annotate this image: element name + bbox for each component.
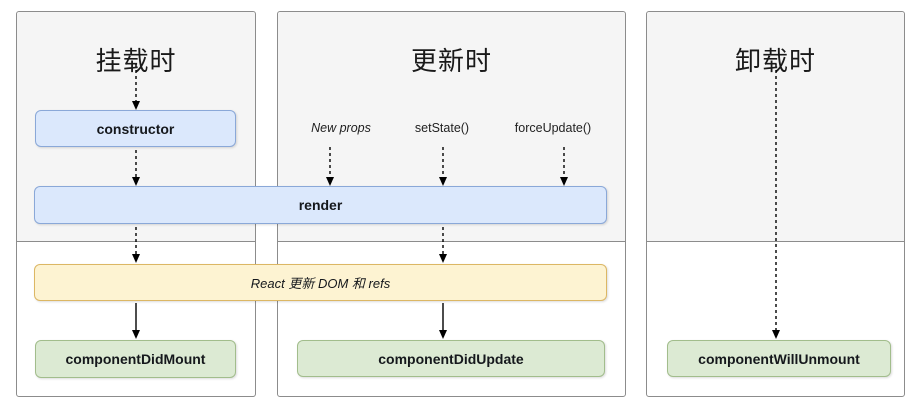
column-title-unmounting: 卸载时 — [734, 46, 816, 76]
node-component-did-update: componentDidUpdate — [297, 340, 605, 377]
node-react-updates-dom: React 更新 DOM 和 refs — [34, 264, 607, 301]
node-component-will-unmount: componentWillUnmount — [667, 340, 891, 377]
trigger-set-state: setState() — [414, 121, 470, 135]
trigger-new-props: New props — [311, 121, 371, 135]
node-render: render — [34, 186, 607, 224]
trigger-force-update: forceUpdate() — [514, 121, 592, 135]
column-title-updating: 更新时 — [410, 46, 492, 76]
node-component-did-mount: componentDidMount — [35, 340, 236, 378]
node-constructor: constructor — [35, 110, 236, 147]
column-title-mounting: 挂载时 — [95, 46, 177, 76]
